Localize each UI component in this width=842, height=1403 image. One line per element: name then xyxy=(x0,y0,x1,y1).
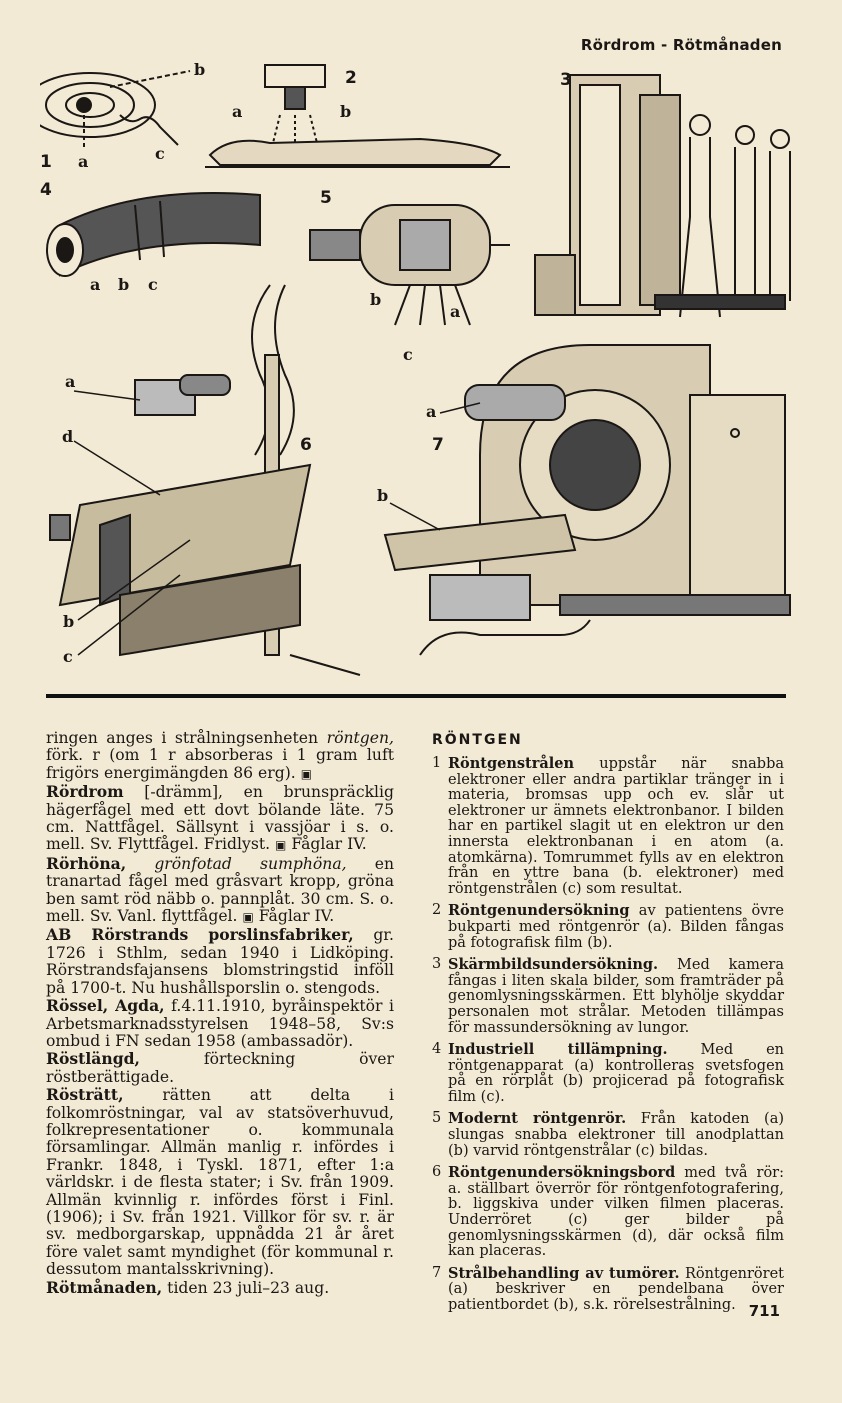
caption-text: Röntgenstrålen uppstår när snabba elektr… xyxy=(448,756,784,897)
figure-6-examination-table xyxy=(49,284,361,676)
figure-number-4: 4 xyxy=(40,180,52,200)
entry-continuation: ringen anges i strålningsenheten röntgen… xyxy=(46,729,394,782)
fig2-label-b: b xyxy=(340,102,351,121)
fig6-label-a: a xyxy=(65,372,75,391)
figure-number-2: 2 xyxy=(345,68,357,88)
caption-body: uppstår när snabba elektroner eller andr… xyxy=(448,756,784,897)
caption-item: 7 Strålbehandling av tumörer. Röntgenröre… xyxy=(432,1264,784,1314)
fig4-label-c: c xyxy=(148,275,158,294)
caption-text: Strålbehandling av tumörer. Röntgenröret… xyxy=(448,1266,784,1314)
fig6-label-d: d xyxy=(62,427,73,446)
caption-body: Röntgenröret (a) beskriver en pendelbana… xyxy=(448,1265,784,1313)
fig5-label-b: b xyxy=(370,290,381,309)
caption-number: 6 xyxy=(432,1164,442,1181)
caption-number: 4 xyxy=(432,1041,442,1058)
entry-rorhona: Rörhöna, grönfotad sumphöna, en tranarta… xyxy=(46,853,394,926)
caption-heading: Modernt röntgenrör. xyxy=(448,1110,627,1128)
entries-column: ringen anges i strålningsenheten röntgen… xyxy=(46,729,394,1297)
caption-number: 7 xyxy=(432,1264,442,1281)
figure-4-pipe-weld-inspection xyxy=(46,192,261,277)
figure-number-3: 3 xyxy=(560,70,572,90)
fig4-label-b: b xyxy=(118,275,129,294)
caption-number: 2 xyxy=(432,902,442,919)
fig2-label-a: a xyxy=(232,102,242,121)
figure-number-6: 6 xyxy=(300,435,312,455)
fig6-label-b: b xyxy=(63,612,74,631)
picture-reference-icon: ▣ xyxy=(300,766,313,781)
fig4-label-a: a xyxy=(90,275,100,294)
caption-text: Skärmbildsundersökning. Med kamera fånga… xyxy=(448,957,784,1036)
running-header: Rördrom - Rötmånaden xyxy=(580,36,782,54)
figure-3-screening-booth xyxy=(534,74,791,318)
figure-2-patient-xray xyxy=(205,64,510,168)
fig1-label-c: c xyxy=(155,144,165,163)
caption-heading: Strålbehandling av tumörer. xyxy=(448,1264,680,1282)
fig1-label-a: a xyxy=(78,152,88,171)
section-divider-rule xyxy=(46,694,786,698)
captions-column: RÖNTGEN 1 Röntgenstrålen uppstår när snab… xyxy=(432,730,784,1320)
entry-rostratt: Rösträtt, rätten att delta i folkomröstn… xyxy=(46,1085,394,1279)
fig5-label-a: a xyxy=(450,302,460,321)
fig6-label-c: c xyxy=(63,647,73,666)
fig7-label-b: b xyxy=(377,486,388,505)
fig5-label-c: c xyxy=(403,345,413,364)
caption-item: 1 Röntgenstrålen uppstår när snabba elekt… xyxy=(432,755,784,897)
entry-rotmanaden: Rötmånaden, tiden 23 juli–23 aug. xyxy=(46,1277,330,1297)
figure-number-1: 1 xyxy=(40,152,52,172)
illustration-svg: 1 2 3 4 5 6 7 b a c a b a b c b a c xyxy=(24,60,791,676)
caption-list: 1 Röntgenstrålen uppstår när snabba elekt… xyxy=(432,755,784,1314)
caption-text: Industriell tillämpning. Med en röntgena… xyxy=(448,1042,784,1105)
page-number: 711 xyxy=(748,1302,780,1320)
caption-heading: Industriell tillämpning. xyxy=(448,1041,668,1059)
xray-illustrations: 1 2 3 4 5 6 7 b a c a b a b c b a c xyxy=(24,55,800,685)
section-title: RÖNTGEN xyxy=(432,732,523,748)
caption-heading: Röntgenundersökning xyxy=(448,902,630,920)
picture-reference-icon: ▣ xyxy=(242,910,254,925)
entry-rordrom: Rördrom [-drämm], en brunspräcklig häger… xyxy=(46,782,394,854)
figure-number-5: 5 xyxy=(320,188,332,208)
caption-heading: Skärmbildsundersökning. xyxy=(448,956,659,974)
picture-reference-icon: ▣ xyxy=(275,838,287,853)
fig1-label-b: b xyxy=(194,60,205,79)
caption-heading: Röntgenundersökningsbord xyxy=(448,1164,676,1182)
entry-rorstrand: AB Rörstrands porslinsfabriker, gr. 1726… xyxy=(46,925,394,997)
caption-body: Från katoden (a) slungas snabba elektron… xyxy=(448,1111,785,1159)
caption-number: 1 xyxy=(432,755,442,771)
caption-body: med två rör: a. ställbart överrör för rö… xyxy=(448,1165,784,1260)
caption-body: Med kamera fångas i liten skala bilder, … xyxy=(448,957,784,1036)
figure-number-7: 7 xyxy=(432,435,444,455)
entry-rossel: Rössel, Agda, f.4.11.1910, byråinspektör… xyxy=(46,996,394,1050)
caption-item: 3 Skärmbildsundersökning. Med kamera fång… xyxy=(432,956,784,1036)
caption-text: Modernt röntgenrör. Från katoden (a) slu… xyxy=(448,1111,784,1159)
figure-1-atom-diagram xyxy=(24,70,191,150)
caption-number: 3 xyxy=(432,956,442,973)
entry-rostlangd: Röstlängd, förteckning över röstberättig… xyxy=(46,1049,394,1086)
figure-5-xray-tube xyxy=(309,204,510,326)
caption-item: 5 Modernt röntgenrör. Från katoden (a) sl… xyxy=(432,1111,784,1159)
fig7-label-a: a xyxy=(426,402,436,421)
caption-text: Röntgenundersökningsbord med två rör: a.… xyxy=(448,1165,784,1260)
caption-number: 5 xyxy=(432,1110,442,1127)
caption-body: av patientens övre bukparti med röntgenr… xyxy=(448,903,784,951)
caption-item: 2 Röntgenundersökning av patientens övre … xyxy=(432,903,784,951)
caption-heading: Röntgenstrålen xyxy=(448,755,575,772)
caption-item: 4 Industriell tillämpning. Med en röntgen… xyxy=(432,1041,784,1105)
figure-7-radiation-therapy xyxy=(383,344,791,656)
caption-text: Röntgenundersökning av patientens övre b… xyxy=(448,903,784,951)
caption-body: Med en röntgenapparat (a) kontrolleras s… xyxy=(448,1042,785,1105)
caption-item: 6 Röntgenundersökningsbord med två rör: a… xyxy=(432,1164,784,1260)
